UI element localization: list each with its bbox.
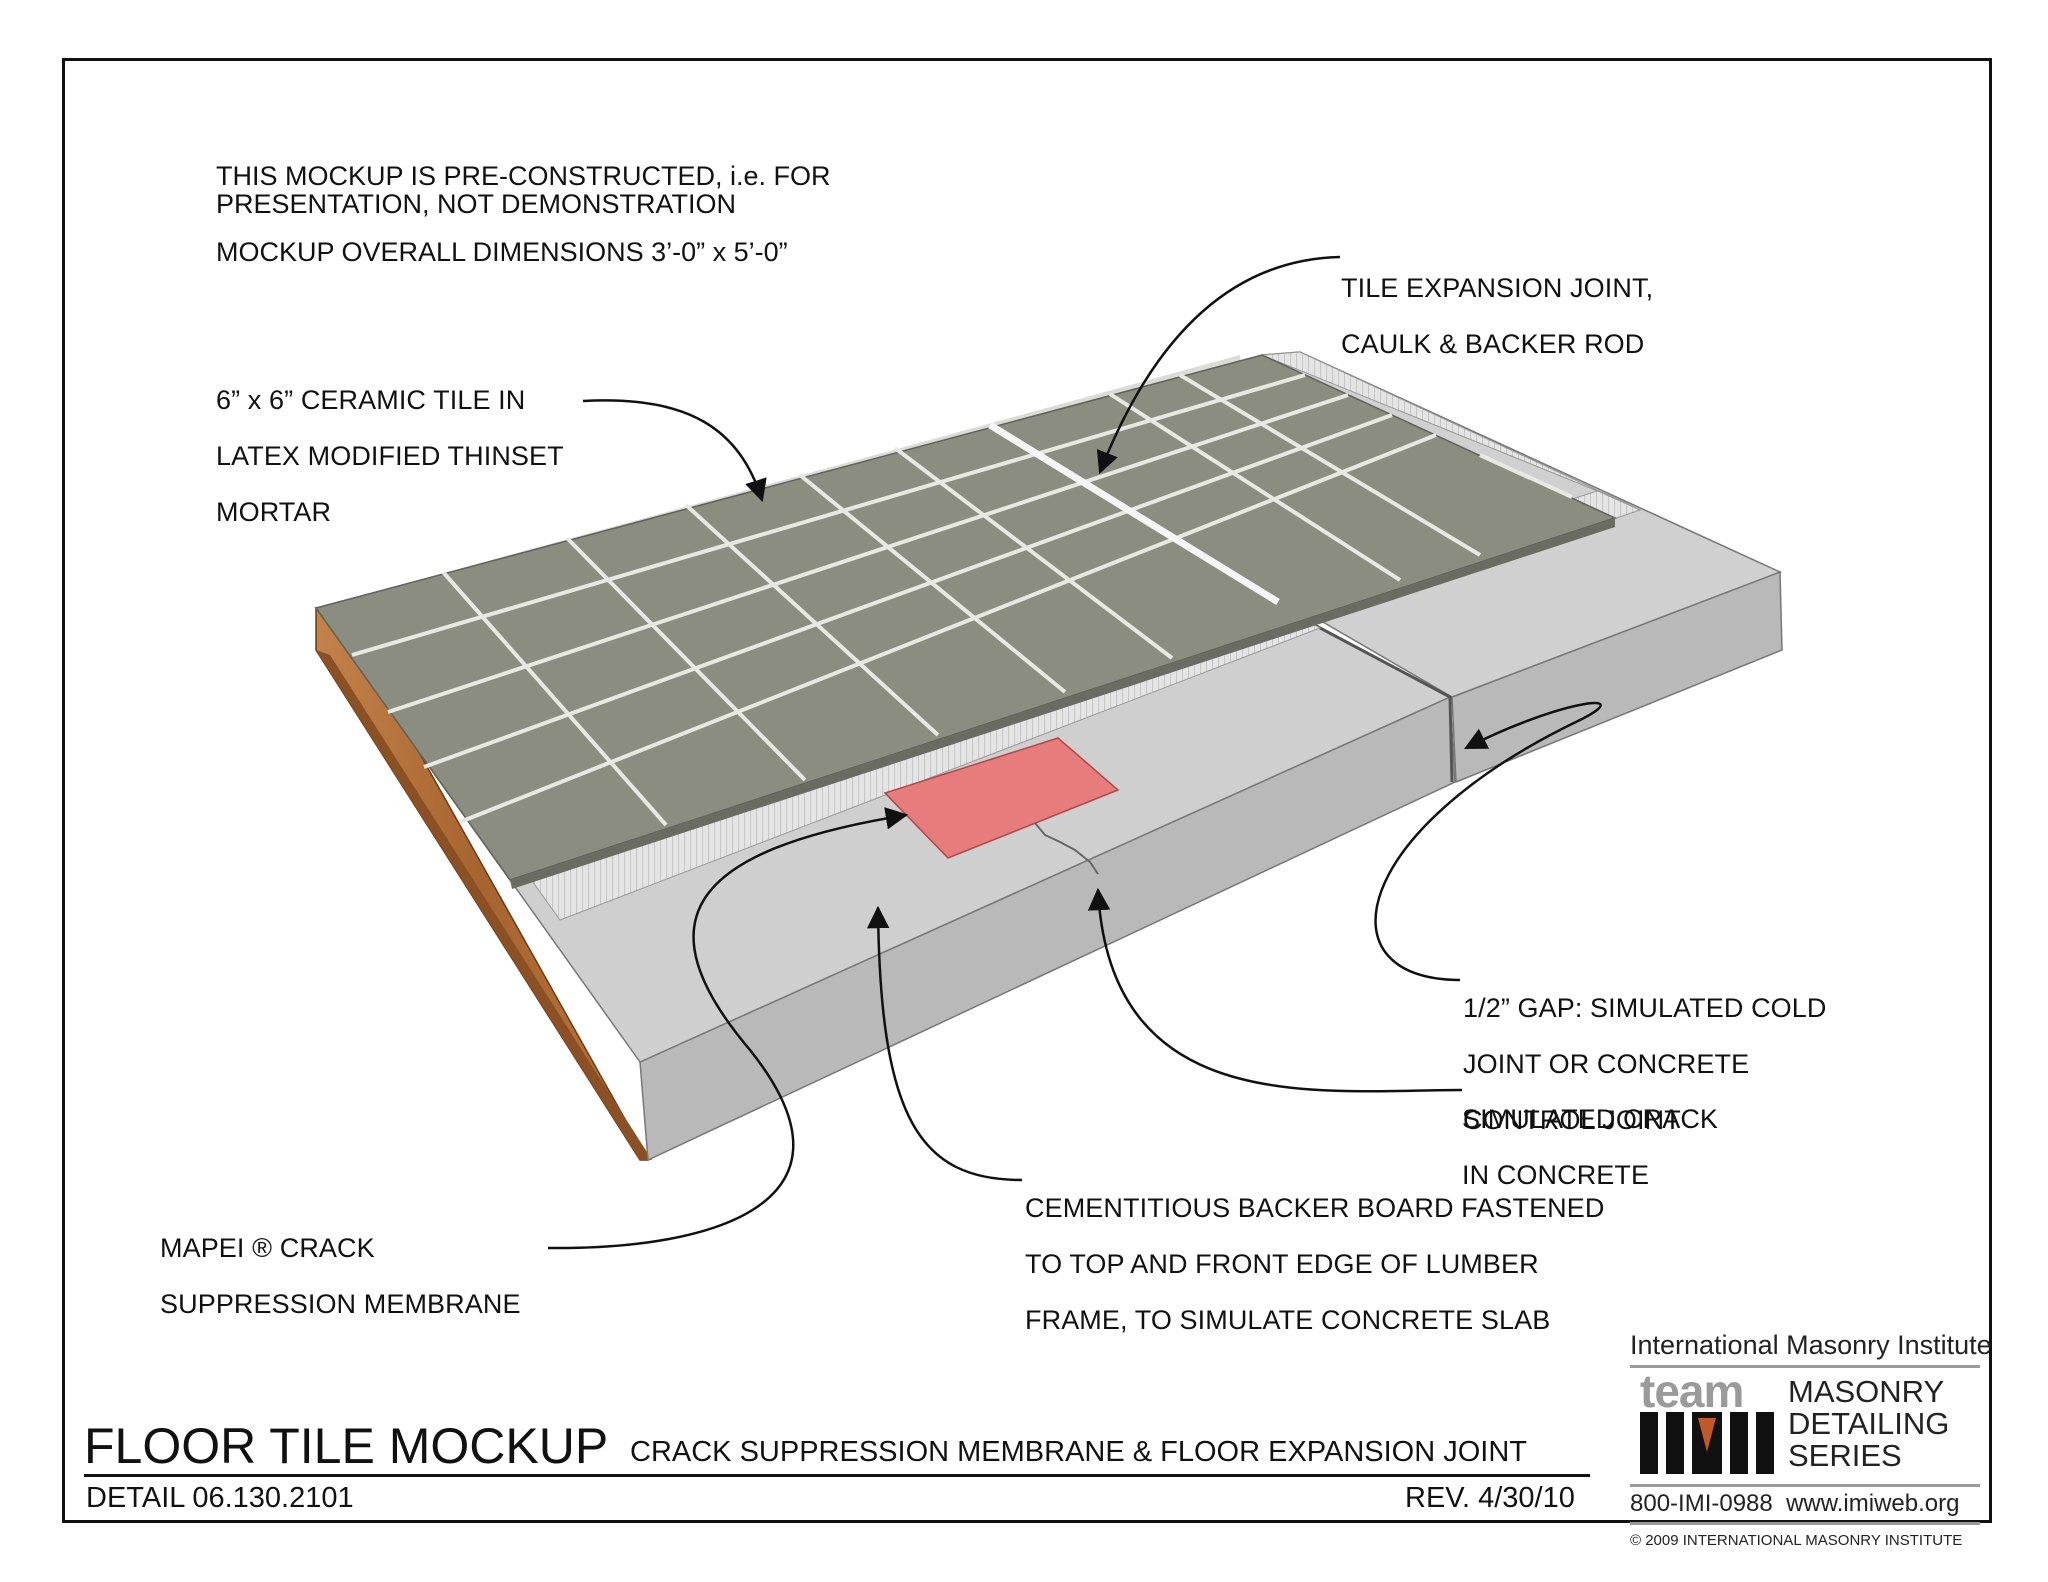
drawing-title: FLOOR TILE MOCKUP bbox=[84, 1418, 609, 1474]
phone-number: 800-IMI-0988 bbox=[1630, 1490, 1773, 1517]
callout-line: IN CONCRETE bbox=[1462, 1160, 1650, 1190]
series-label: MASONRY DETAILING SERIES bbox=[1788, 1376, 1949, 1472]
leader-lines bbox=[547, 255, 1602, 1250]
callout-line: TILE EXPANSION JOINT, bbox=[1341, 273, 1654, 303]
callout-line: MORTAR bbox=[216, 497, 332, 527]
logo-rule-footer bbox=[1630, 1522, 1980, 1525]
note-line-1: THIS MOCKUP IS PRE-CONSTRUCTED, i.e. FOR bbox=[216, 161, 831, 191]
drawing-subtitle: CRACK SUPPRESSION MEMBRANE & FLOOR EXPAN… bbox=[630, 1436, 1528, 1468]
callout-backer-board: CEMENTITIOUS BACKER BOARD FASTENED TO TO… bbox=[1025, 1166, 1604, 1362]
logo-rule-bottom bbox=[1630, 1484, 1980, 1487]
tile-field bbox=[314, 354, 1618, 889]
callout-line: FRAME, TO SIMULATE CONCRETE SLAB bbox=[1025, 1305, 1551, 1335]
revision-date: REV. 4/30/10 bbox=[1405, 1482, 1575, 1514]
callout-line: SUPPRESSION MEMBRANE bbox=[160, 1289, 521, 1319]
callout-line: LATEX MODIFIED THINSET bbox=[216, 441, 564, 471]
series-line: MASONRY bbox=[1788, 1374, 1945, 1409]
callout-line: 1/2” GAP: SIMULATED COLD bbox=[1463, 993, 1827, 1023]
callout-line: MAPEI ® CRACK bbox=[160, 1233, 375, 1263]
callout-line: CAULK & BACKER ROD bbox=[1341, 329, 1645, 359]
callout-half-inch-gap: 1/2” GAP: SIMULATED COLD JOINT OR CONCRE… bbox=[1463, 966, 1827, 1162]
callout-line: 6” x 6” CERAMIC TILE IN bbox=[216, 385, 526, 415]
website-link[interactable]: www.imiweb.org bbox=[1786, 1490, 1960, 1517]
simulated-crack bbox=[1034, 822, 1099, 875]
callout-line: SIMULATED CRACK bbox=[1462, 1104, 1719, 1134]
callout-ceramic-tile: 6” x 6” CERAMIC TILE IN LATEX MODIFIED T… bbox=[216, 358, 564, 554]
imi-logo-icon bbox=[1640, 1412, 1774, 1474]
note-dimensions: MOCKUP OVERALL DIMENSIONS 3’-0” x 5’-0” bbox=[216, 237, 788, 267]
callout-expansion-joint: TILE EXPANSION JOINT, CAULK & BACKER ROD bbox=[1341, 246, 1653, 386]
callout-simulated-crack: SIMULATED CRACK IN CONCRETE bbox=[1462, 1077, 1718, 1217]
org-name: International Masonry Institute bbox=[1630, 1330, 1992, 1360]
contact-line: 800-IMI-0988 www.imiweb.org bbox=[1630, 1490, 1959, 1518]
title-underline bbox=[84, 1474, 1590, 1477]
detail-number: DETAIL 06.130.2101 bbox=[86, 1482, 354, 1514]
team-wordmark: team bbox=[1640, 1365, 1744, 1417]
series-line: SERIES bbox=[1788, 1438, 1902, 1473]
callout-line: TO TOP AND FRONT EDGE OF LUMBER bbox=[1025, 1249, 1539, 1279]
crack-suppression-membrane bbox=[883, 737, 1120, 859]
callout-line: CONTROL JOINT bbox=[1463, 1105, 1681, 1135]
tile-expansion-joint bbox=[988, 422, 1280, 605]
callout-line: CEMENTITIOUS BACKER BOARD FASTENED bbox=[1025, 1193, 1605, 1223]
copyright-notice: © 2009 INTERNATIONAL MASONRY INSTITUTE bbox=[1630, 1532, 1963, 1549]
note-line-2: PRESENTATION, NOT DEMONSTRATION bbox=[216, 189, 737, 219]
logo-rule-top bbox=[1630, 1365, 1980, 1368]
drawing-border bbox=[62, 58, 1992, 1523]
series-line: DETAILING bbox=[1788, 1406, 1950, 1441]
callout-line: JOINT OR CONCRETE bbox=[1463, 1049, 1750, 1079]
callout-membrane: MAPEI ® CRACK SUPPRESSION MEMBRANE bbox=[160, 1206, 521, 1346]
